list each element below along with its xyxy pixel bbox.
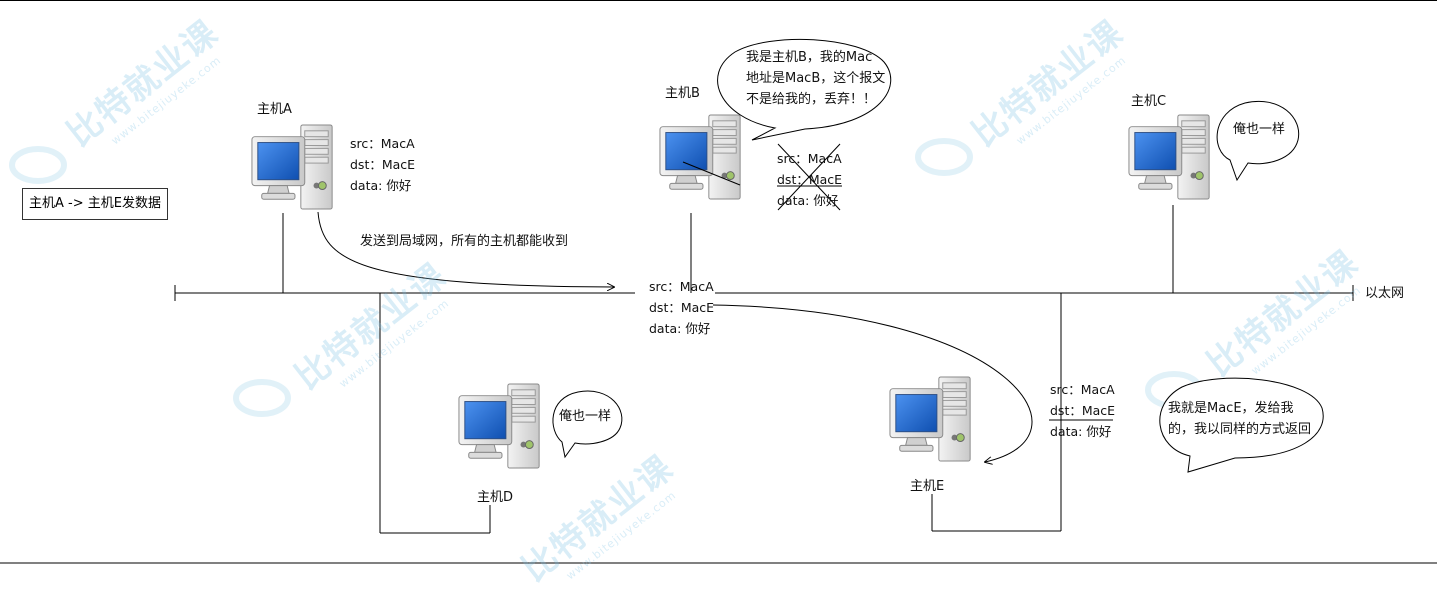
frame-b-src: src：MacA — [777, 151, 842, 166]
watermark-shapes — [9, 138, 1203, 417]
host-e-computer-icon — [889, 376, 971, 462]
frame-b-dst: dst：MacE — [777, 172, 843, 187]
host-a-computer-icon — [251, 124, 333, 210]
bubble-d: 俺也一样 — [559, 406, 611, 427]
bubble-e-line: 的，我以同样的方式返回 — [1168, 422, 1312, 437]
bubble-b-line: 我是主机B，我的Mac — [746, 50, 873, 65]
bubble-e: 我就是MacE，发给我 的，我以同样的方式返回 — [1168, 398, 1311, 440]
deliver-arrow — [712, 304, 1033, 462]
host-a-label: 主机A — [257, 102, 292, 117]
broadcast-note: 发送到局域网，所有的主机都能收到 — [360, 234, 569, 249]
host-c-label: 主机C — [1131, 94, 1167, 109]
bubble-d-line: 俺也一样 — [559, 409, 612, 424]
network-diagram — [0, 0, 1437, 564]
frame-a-data: data: 你好 — [350, 178, 412, 193]
bubble-c-line: 俺也一样 — [1233, 122, 1286, 137]
host-d-label: 主机D — [477, 490, 514, 505]
frame-e-data: data: 你好 — [1050, 424, 1112, 439]
host-b-label: 主机B — [665, 86, 700, 101]
host-c-computer-icon — [1128, 114, 1210, 200]
ethernet-bus — [174, 205, 1354, 534]
host-d-computer-icon — [458, 383, 540, 469]
host-b-computer-icon — [659, 114, 741, 200]
title-box: 主机A -> 主机E发数据 — [22, 188, 168, 220]
host-e-label: 主机E — [910, 479, 945, 494]
bubble-b-line: 地址是MacB，这个报文 — [746, 71, 886, 86]
frame-b-data: data: 你好 — [777, 193, 839, 208]
bubble-e-line: 我就是MacE，发给我 — [1168, 401, 1294, 416]
bubble-shapes — [552, 38, 1324, 473]
frame-bus-data: data: 你好 — [649, 321, 711, 336]
frame-a-dst: dst：MacE — [350, 157, 416, 172]
broadcast-arrow — [317, 211, 614, 287]
bubble-b: 我是主机B，我的Mac 地址是MacB，这个报文 不是给我的，丢弃！！ — [746, 47, 885, 110]
ethernet-label: 以太网 — [1365, 286, 1405, 301]
frame-a-src: src：MacA — [350, 136, 415, 151]
frame-bus-dst: dst：MacE — [649, 300, 715, 315]
bubble-c: 俺也一样 — [1233, 119, 1285, 140]
bubble-b-line: 不是给我的，丢弃！！ — [746, 92, 877, 107]
frame-e-src: src：MacA — [1050, 382, 1115, 397]
frame-bus-src: src：MacA — [649, 279, 714, 294]
frame-e-dst: dst：MacE — [1050, 403, 1116, 418]
discard-cross — [682, 143, 842, 211]
